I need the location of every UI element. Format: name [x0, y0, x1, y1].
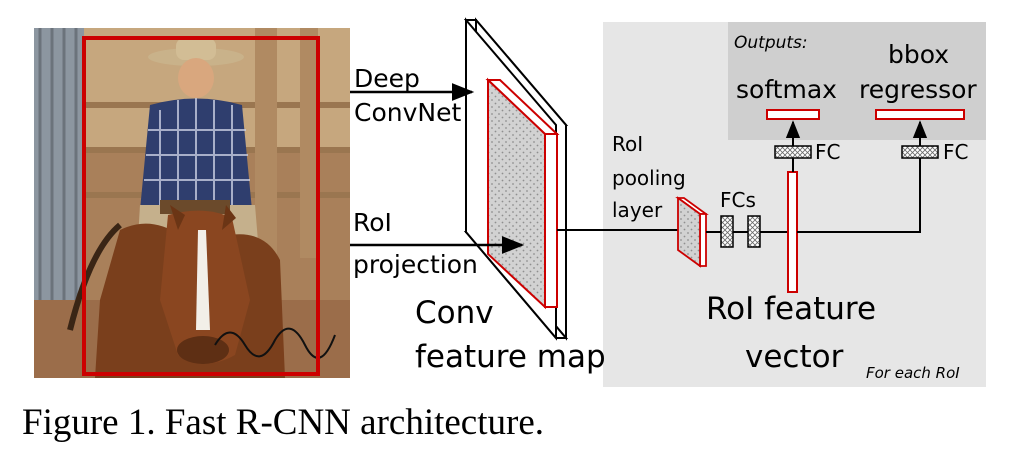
roi-pooling-label-line3: layer: [612, 198, 663, 222]
conv-feature-map-label-line2: feature map: [415, 339, 606, 375]
deep-convnet-label-line2: ConvNet: [354, 98, 462, 127]
softmax-label: softmax: [736, 75, 837, 104]
bbox-label: bbox: [888, 40, 950, 69]
fc-softmax: [774, 145, 812, 159]
fc-bbox-label: FC: [943, 140, 969, 164]
figure-caption: Figure 1. Fast R-CNN architecture.: [22, 402, 544, 443]
roi-pooling-label-line2: pooling: [612, 166, 686, 190]
roi-projection-label-line2: projection: [353, 250, 478, 279]
softmax-output: [766, 109, 820, 120]
outputs-panel: [728, 22, 986, 140]
fc-layer-2: [747, 215, 761, 248]
roi-feature-vector: [787, 171, 798, 293]
fc-bbox: [901, 145, 939, 159]
roi-box: [82, 36, 320, 376]
fc-softmax-label: FC: [815, 140, 841, 164]
bbox-output: [875, 109, 965, 120]
input-image: [34, 28, 350, 378]
conv-feature-map-label-line1: Conv: [415, 295, 494, 331]
roi-pooling-label-line1: RoI: [612, 132, 644, 156]
fcs-label: FCs: [720, 188, 756, 212]
outputs-label: Outputs:: [734, 33, 808, 53]
fc-layer-1: [720, 215, 734, 248]
regressor-label: regressor: [859, 75, 977, 104]
roi-feature-vector-label-line2: vector: [745, 339, 844, 375]
for-each-roi-label: For each RoI: [866, 364, 960, 382]
bbox-branch-line: [797, 176, 921, 233]
roi-pooling-block: [675, 196, 709, 268]
roi-projection-label-line1: RoI: [353, 208, 392, 237]
roi-feature-vector-label-line1: RoI feature: [706, 291, 877, 327]
deep-convnet-label-line1: Deep: [354, 64, 420, 93]
horse: [67, 205, 285, 378]
